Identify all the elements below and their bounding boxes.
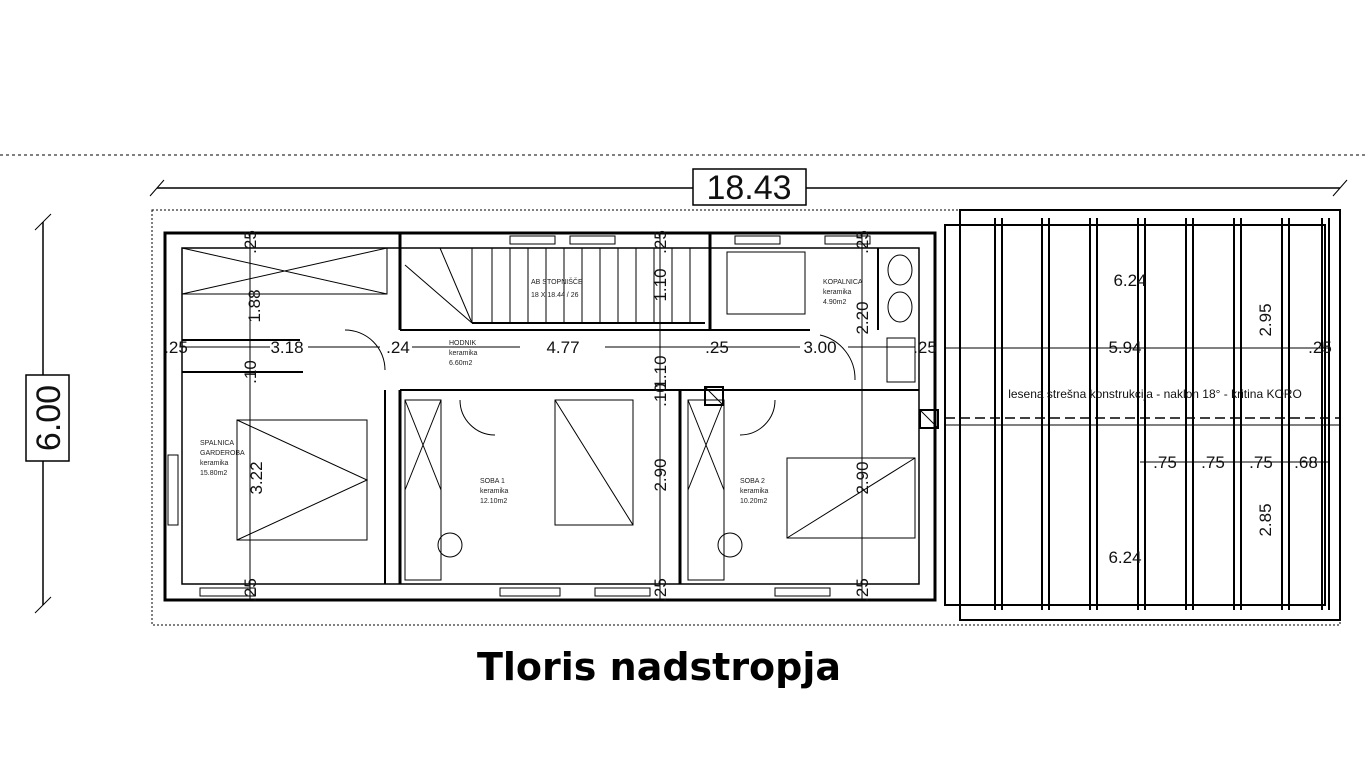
room-area: 12.10m2	[480, 498, 507, 505]
room-area: 6.60m2	[449, 360, 472, 367]
shower	[726, 251, 806, 315]
sink	[886, 337, 916, 383]
dim-label: 2.90	[853, 461, 872, 494]
room-name: KOPALNICA	[823, 279, 863, 286]
room-labels: AB STOPNIŠČE 18 X 18.44 / 26 KOPALNICA k…	[200, 277, 863, 505]
dim-label: 3.00	[803, 338, 836, 357]
dim-label: .24	[386, 338, 410, 357]
roof-dim-label: .25	[1308, 338, 1332, 357]
dim-label: .10	[651, 383, 670, 407]
dim-label: 4.77	[546, 338, 579, 357]
room-area: 10.20m2	[740, 498, 767, 505]
width-label-box	[692, 168, 807, 206]
dim-label: 2.90	[651, 458, 670, 491]
room-spec: 18 X 18.44 / 26	[531, 292, 579, 299]
overall-depth-label: 6.00	[30, 385, 68, 451]
roof-dim-label: 6.24	[1108, 548, 1141, 567]
room-name: SOBA 1	[480, 478, 505, 485]
room-floor: keramika	[200, 460, 229, 467]
room-name: SPALNICA	[200, 440, 234, 447]
roof-labels: 6.24 5.94 2.95 .25 lesena strešna konstr…	[1008, 271, 1332, 567]
room-name: HODNIK	[449, 340, 477, 347]
rafter-spacing-label: .75	[1249, 453, 1273, 472]
dim-label: .10	[241, 360, 260, 384]
exterior-walls	[163, 231, 937, 602]
room-name: GARDEROBA	[200, 450, 245, 457]
room-name: AB STOPNIŠČE	[531, 277, 583, 286]
roof-structure	[944, 209, 1341, 621]
room-area: 4.90m2	[823, 299, 846, 306]
dim-label: 3.22	[247, 461, 266, 494]
dim-label: 1.10	[651, 268, 670, 301]
dim-label: .25	[853, 230, 872, 254]
dim-label: .25	[651, 230, 670, 254]
windows	[167, 235, 871, 597]
roof-caption: lesena strešna konstrukcija - naklon 18°…	[1008, 387, 1302, 401]
room-floor: keramika	[480, 488, 509, 495]
rafter-spacing-label: .75	[1153, 453, 1177, 472]
room-floor: keramika	[823, 289, 852, 296]
door	[459, 399, 496, 436]
dim-label: .25	[913, 338, 937, 357]
dim-label: .25	[241, 230, 260, 254]
depth-label-box	[25, 374, 70, 462]
roof-dim-label: 2.95	[1256, 303, 1275, 336]
dim-label: .25	[164, 338, 188, 357]
dim-label: 3.18	[270, 338, 303, 357]
staircase	[404, 247, 705, 324]
toilet-icon	[887, 254, 913, 286]
room-floor: keramika	[740, 488, 769, 495]
bed-room2	[786, 457, 916, 539]
roof-dim-label: 2.85	[1256, 503, 1275, 536]
door	[739, 399, 776, 436]
room-floor: keramika	[449, 350, 478, 357]
roof-dim-label: 5.94	[1108, 338, 1141, 357]
overall-width-label: 18.43	[706, 169, 791, 207]
rafter-spacing-label: .75	[1201, 453, 1225, 472]
dim-label: .25	[241, 578, 260, 602]
dim-label: 1.10	[651, 355, 670, 388]
dim-label: .25	[705, 338, 729, 357]
roof-dim-label: 6.24	[1113, 271, 1146, 290]
bed-room1	[554, 399, 634, 526]
room-name: SOBA 2	[740, 478, 765, 485]
building-outline	[151, 209, 1341, 626]
dimension-labels: .25 1.88 3.18 .25 .24 4.77 .25 3.00 .25 …	[164, 230, 937, 602]
room-area: 15.80m2	[200, 470, 227, 477]
chimney-vent	[704, 386, 724, 406]
rafter-spacing-label: .68	[1294, 453, 1318, 472]
plan-title: Tloris nadstropja	[476, 645, 842, 689]
door	[819, 334, 856, 381]
door	[344, 329, 386, 371]
chimney-vent	[919, 409, 939, 429]
bidet-icon	[887, 291, 913, 323]
dim-label: 1.88	[245, 289, 264, 322]
chair-icon	[717, 532, 743, 558]
dim-label: .25	[853, 578, 872, 602]
dim-label: .25	[651, 578, 670, 602]
interior-dimension-lines	[182, 233, 915, 600]
dim-label: 2.20	[853, 301, 872, 334]
chair-icon	[437, 532, 463, 558]
